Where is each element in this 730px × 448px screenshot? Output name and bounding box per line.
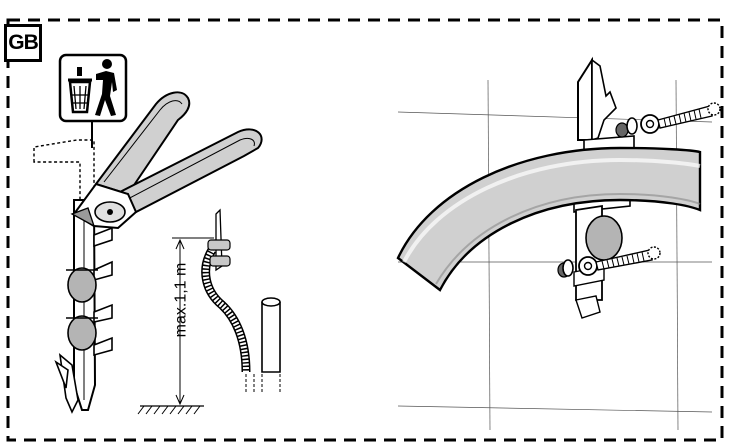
dashed-frame: [6, 18, 724, 442]
cut-off-part-outline: [33, 139, 95, 203]
language-badge: GB: [4, 24, 42, 62]
curved-pipe: [396, 146, 702, 292]
mounted-cable-illustration: [137, 208, 281, 415]
trash-bin-person-icon: [58, 53, 128, 148]
right-panel: [396, 56, 721, 431]
wall-screw-icon: [562, 102, 721, 277]
cable-clip-strip: [54, 199, 113, 414]
left-panel: [33, 53, 281, 415]
max-height-label-wrap: max.1,1 m: [151, 240, 211, 360]
max-height-label: max.1,1 m: [172, 262, 189, 338]
pliers-cutting-icon: [70, 91, 263, 230]
